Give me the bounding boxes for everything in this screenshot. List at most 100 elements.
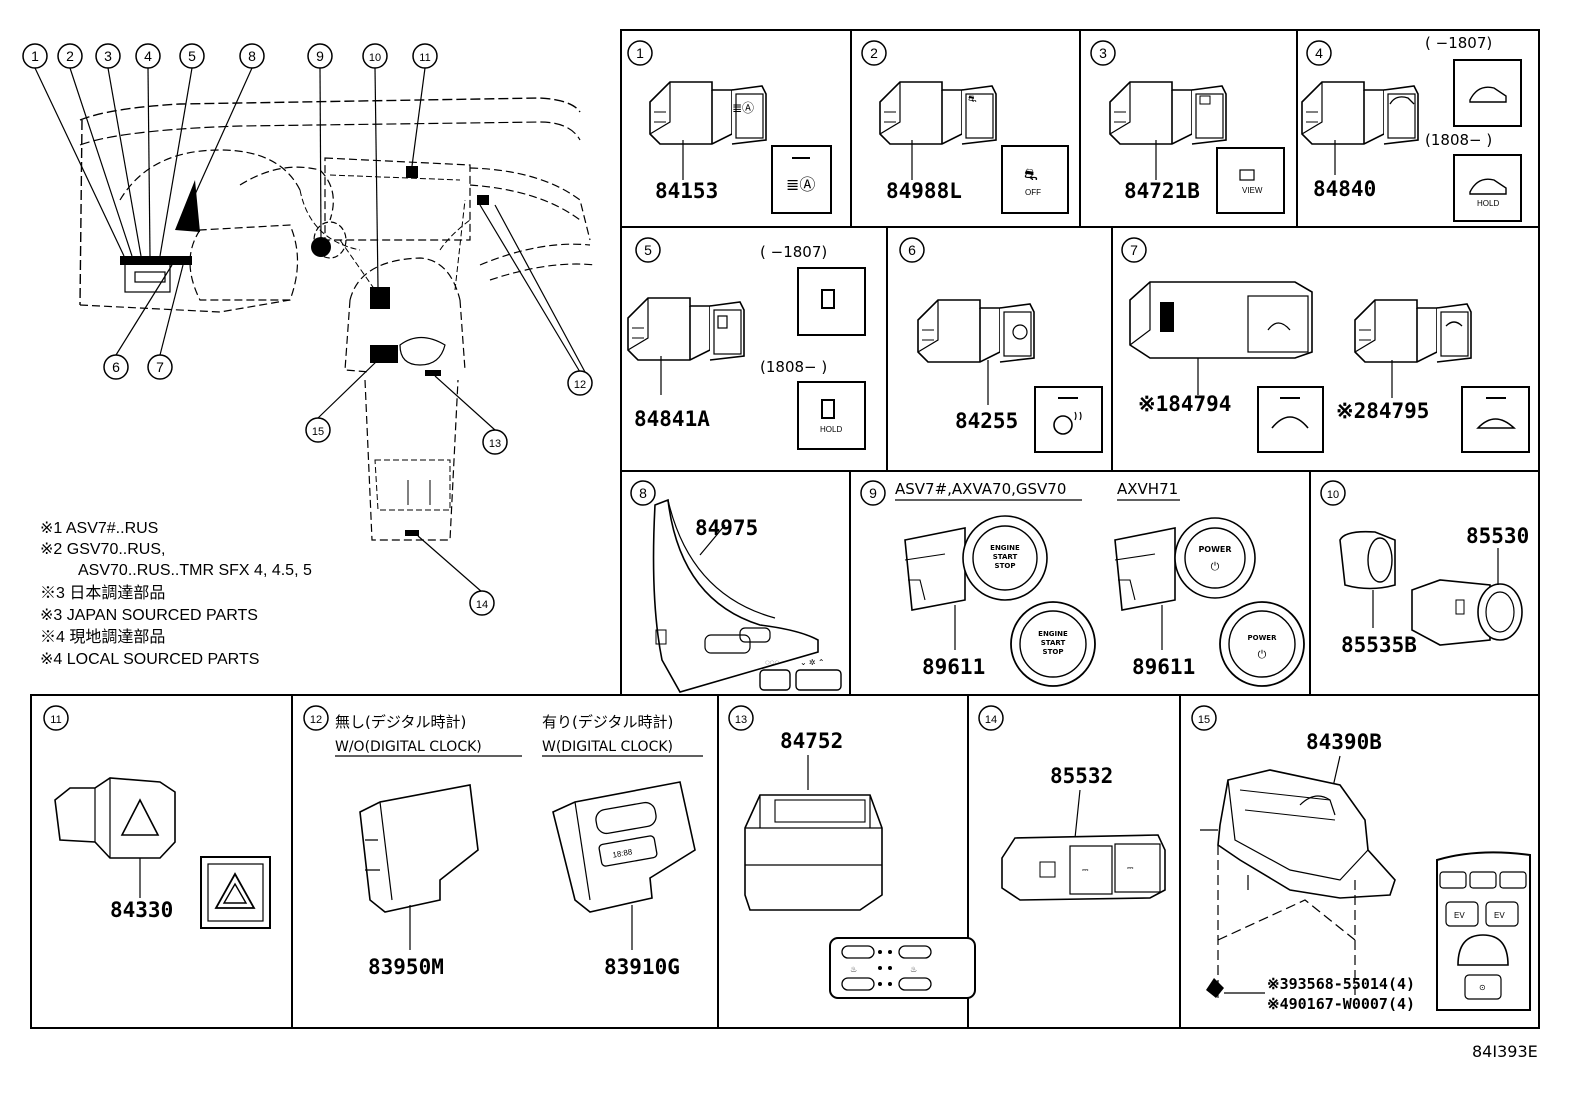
overview-callout-13: 13 [482, 429, 508, 455]
note-3-jp: ※3 日本調達部品 [40, 584, 165, 602]
part-84794: ※184794 [1138, 392, 1231, 416]
note-3-en: ※3 JAPAN SOURCED PARTS [40, 607, 258, 624]
symbol-box-11 [200, 856, 271, 929]
range-before-1807: ( −1807) [1425, 34, 1492, 52]
symbol-panel-13 [829, 937, 976, 999]
svg-text:11: 11 [419, 52, 430, 64]
part-84975: 84975 [695, 516, 758, 540]
svg-text:4: 4 [144, 48, 152, 64]
svg-text:10: 10 [1327, 489, 1339, 501]
note-2: ※2 GSV70..RUS, [40, 541, 165, 558]
svg-text:9: 9 [316, 48, 324, 64]
part-84153: 84153 [655, 179, 718, 203]
svg-text:14: 14 [985, 714, 997, 726]
cell-3: 84721B VIEW [1109, 81, 1285, 214]
switch-84330 [54, 777, 176, 859]
symbol-8b [795, 669, 842, 691]
cell-4: 84840 ( −1807) (1808− ) HOLD [1301, 34, 1522, 222]
svg-text:15: 15 [1198, 714, 1210, 726]
svg-text:2: 2 [870, 45, 878, 61]
svg-text:11: 11 [50, 714, 61, 726]
svg-text:14: 14 [476, 599, 488, 611]
fuel-door-icon [821, 289, 835, 309]
range-before-1807: ( −1807) [760, 243, 827, 261]
cell-1: ≣Ⓐ 84153 ≣Ⓐ [649, 81, 832, 214]
symbol-box-5b [797, 381, 866, 450]
part-84390b: 84390B [1306, 730, 1382, 754]
cell-callout-15: 15 [1191, 705, 1217, 731]
svg-text:6: 6 [908, 242, 916, 258]
hazard-icon [214, 872, 256, 909]
sym-b-line1: POWER [1248, 634, 1278, 642]
sym-a-line1: ENGINE [1038, 630, 1068, 638]
cell-callout-2: 2 [861, 40, 887, 66]
part-85530: 85530 [1466, 524, 1529, 548]
btn-a-line2: START [993, 553, 1018, 561]
part-85532: 85532 [1050, 764, 1113, 788]
cell-callout-7: 7 [1121, 237, 1147, 263]
svg-text:5: 5 [644, 242, 652, 258]
seat-adjust-icon: ⌄ ✲ ⌃ [800, 658, 825, 667]
cell-callout-3: 3 [1090, 40, 1116, 66]
symbol-8a [759, 669, 791, 691]
overview-leaders [34, 67, 586, 593]
traction-off-icon: ⛐ [1024, 165, 1038, 184]
svg-text:13: 13 [489, 438, 501, 450]
cell-callout-5: 5 [635, 237, 661, 263]
overview-callout-1: 1 [22, 43, 48, 69]
overview-markers [120, 166, 489, 536]
svg-text:1: 1 [636, 45, 644, 61]
digital-clock-display-icon: 18:88 [612, 847, 634, 859]
sym-a-line3: STOP [1043, 648, 1064, 656]
svg-text:6: 6 [112, 359, 120, 375]
sym-a-line2: START [1041, 639, 1066, 647]
cell-8: 84975 ◌◌◌ ⌄ ✲ ⌃ [652, 498, 842, 693]
symbol-2-text: OFF [1025, 188, 1041, 197]
part-89611-a: 89611 [922, 655, 985, 679]
symbol-box-4a [1453, 59, 1522, 127]
symbol-4b-text: HOLD [1477, 199, 1499, 208]
seat-heat-icon-right: ♨ [910, 965, 917, 974]
wiper-deicer-icon [1271, 416, 1309, 429]
svg-text:9: 9 [869, 485, 877, 501]
overview-callout-2: 2 [57, 43, 83, 69]
mode-icon-left: EV [1454, 911, 1465, 920]
usb-icon-left: ⎓ [1082, 865, 1089, 874]
overview-callout-15: 15 [305, 417, 331, 443]
symbol-box-7a [1257, 386, 1324, 453]
cell-13: 84752 ♨ ♨ [744, 729, 976, 999]
camera-view-icon-small [1199, 95, 1211, 105]
auto-headlight-icon: ≣Ⓐ [732, 101, 754, 115]
note-1: ※1 ASV7#..RUS [40, 520, 158, 537]
note-4-en: ※4 LOCAL SOURCED PARTS [40, 651, 259, 668]
trunk-icon-small [1389, 96, 1415, 105]
switch-84255 [917, 299, 1035, 363]
range-after-1808: (1808− ) [760, 358, 827, 376]
cell-11: 84330 [54, 777, 271, 929]
socket-85530 [1411, 579, 1491, 646]
overview-callout-9: 9 [307, 43, 333, 69]
front-defog-icon [1476, 418, 1517, 429]
mode-icon-right: EV [1494, 911, 1505, 920]
overview-callout-12: 12 [567, 370, 593, 396]
overview-callout-5: 5 [179, 43, 205, 69]
power-icon: ⏻ [1211, 560, 1220, 573]
overview-callout-11: 11 [412, 43, 438, 69]
note-2-cont: ASV70..RUS..TMR SFX 4, 4.5, 5 [78, 562, 312, 579]
cell-callout-9: 9 [860, 480, 886, 506]
panel-84975 [652, 498, 819, 693]
btn-b-line1: POWER [1198, 545, 1231, 554]
variant-a-label: ASV7#,AXVA70,GSV70 [895, 480, 1066, 498]
cell-6: 84255 [917, 299, 1103, 453]
heated-wheel-icon-small [1012, 324, 1028, 340]
overview-callout-14: 14 [469, 590, 495, 616]
part-84841a: 84841A [634, 407, 710, 431]
switch-84752 [744, 794, 883, 911]
svg-text:4: 4 [1315, 45, 1323, 61]
overview-callout-6: 6 [103, 354, 129, 380]
symbol-3-text: VIEW [1242, 186, 1263, 195]
front-defog-icon-small [1445, 321, 1463, 327]
switch-84721b [1109, 81, 1227, 145]
